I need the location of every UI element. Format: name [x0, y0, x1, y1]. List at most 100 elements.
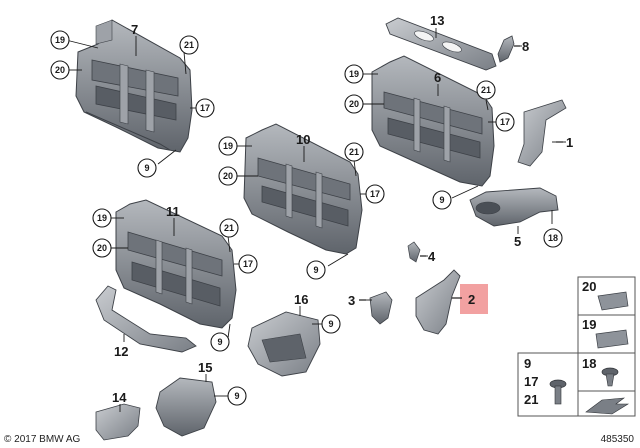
callout-19b: 19: [349, 69, 359, 79]
callout-21d: 21: [224, 223, 234, 233]
highlight-box-2: [460, 284, 488, 314]
circle-19c: 19: [218, 136, 238, 156]
clip-nut-icon: [597, 291, 629, 311]
leaders-10: [236, 145, 366, 267]
callout-19c: 19: [223, 141, 233, 151]
callout-20a: 20: [55, 65, 65, 75]
callout-19d: 19: [97, 213, 107, 223]
circle-20c: 20: [218, 166, 238, 186]
callout-7: 7: [131, 22, 138, 37]
part-4-clip: [407, 241, 421, 263]
circle-21c: 21: [344, 142, 364, 162]
callout-9f: 9: [234, 391, 239, 401]
circle-9a: 9: [137, 158, 157, 178]
callout-21c: 21: [349, 147, 359, 157]
u-nut-icon: [595, 329, 629, 349]
part-12-strip: [95, 285, 197, 353]
callout-11: 11: [166, 204, 180, 219]
arrow-icon: [585, 397, 630, 415]
fastener-legend: 20 19 9 17 21 18: [517, 276, 636, 417]
callout-9e: 9: [328, 319, 333, 329]
part-15-guide: [155, 377, 217, 437]
screw-icon: [549, 379, 567, 405]
callout-9d: 9: [217, 337, 222, 347]
callout-14: 14: [112, 390, 127, 405]
circle-9f: 9: [227, 386, 247, 406]
callout-17b: 17: [500, 117, 510, 127]
callout-18: 18: [548, 233, 558, 243]
legend-label-18: 18: [582, 356, 596, 371]
circle-17c: 17: [365, 184, 385, 204]
part-10-frame: [243, 123, 363, 255]
part-7-frame: [75, 19, 193, 153]
callout-9c: 9: [313, 265, 318, 275]
leaders-16: [299, 306, 322, 325]
circle-9d: 9: [210, 332, 230, 352]
part-5-duct: [469, 187, 559, 227]
callout-3: 3: [348, 293, 355, 308]
legend-label-21: 21: [524, 392, 538, 407]
circle-19d: 19: [92, 208, 112, 228]
part-3-bracket: [369, 291, 393, 325]
part-14-guide: [95, 403, 141, 441]
callout-17d: 17: [243, 259, 253, 269]
part-8-bracket: [497, 35, 515, 63]
callout-5: 5: [514, 234, 521, 249]
callout-15: 15: [198, 360, 212, 375]
callout-6: 6: [434, 70, 441, 85]
callout-1: 1: [566, 135, 573, 150]
circle-17a: 17: [195, 98, 215, 118]
callout-20b: 20: [349, 99, 359, 109]
diagram-number: 485350: [600, 434, 634, 445]
part-16-air-guide: [247, 311, 321, 377]
circle-19a: 19: [50, 30, 70, 50]
expanding-rivet-icon: [601, 367, 619, 387]
callout-9b: 9: [439, 195, 444, 205]
callout-12: 12: [114, 344, 128, 359]
callout-9a: 9: [144, 163, 149, 173]
leaders-11: [110, 217, 240, 339]
dash-marks: [359, 45, 563, 301]
circle-21b: 21: [476, 80, 496, 100]
circle-20a: 20: [50, 60, 70, 80]
leaders-5: [517, 210, 553, 234]
circle-9c: 9: [306, 260, 326, 280]
callout-20c: 20: [223, 171, 233, 181]
callout-17a: 17: [200, 103, 210, 113]
callout-20d: 20: [97, 243, 107, 253]
circle-18: 18: [543, 228, 563, 248]
circled-callouts: 19 20 21 17 9 19 20 21 17 9 19 20 21 17 …: [50, 30, 563, 406]
part-1-bracket: [517, 99, 567, 167]
copyright-text: © 2017 BMW AG: [4, 434, 81, 445]
callout-4: 4: [428, 249, 436, 264]
legend-label-19: 19: [582, 317, 596, 332]
callout-13: 13: [430, 13, 444, 28]
circle-20d: 20: [92, 238, 112, 258]
circle-19b: 19: [344, 64, 364, 84]
callout-8: 8: [522, 39, 529, 54]
callout-10: 10: [296, 132, 310, 147]
part-13-panel: [385, 17, 497, 71]
part-6-frame: [371, 55, 495, 187]
circle-9b: 9: [432, 190, 452, 210]
callout-16: 16: [294, 292, 308, 307]
legend-label-17: 17: [524, 374, 538, 389]
callout-17c: 17: [370, 189, 380, 199]
leaders-6: [362, 73, 496, 199]
callout-19a: 19: [55, 35, 65, 45]
circle-17b: 17: [495, 112, 515, 132]
circle-17d: 17: [238, 254, 258, 274]
part-2-bracket: [415, 269, 461, 335]
callout-2: 2: [468, 292, 475, 307]
legend-label-9: 9: [524, 356, 531, 371]
callout-21b: 21: [481, 85, 491, 95]
legend-label-20: 20: [582, 279, 596, 294]
part-11-frame: [115, 199, 237, 329]
callout-21a: 21: [184, 40, 194, 50]
circle-9e: 9: [321, 314, 341, 334]
circle-21a: 21: [179, 35, 199, 55]
circle-21d: 21: [219, 218, 239, 238]
circle-20b: 20: [344, 94, 364, 114]
